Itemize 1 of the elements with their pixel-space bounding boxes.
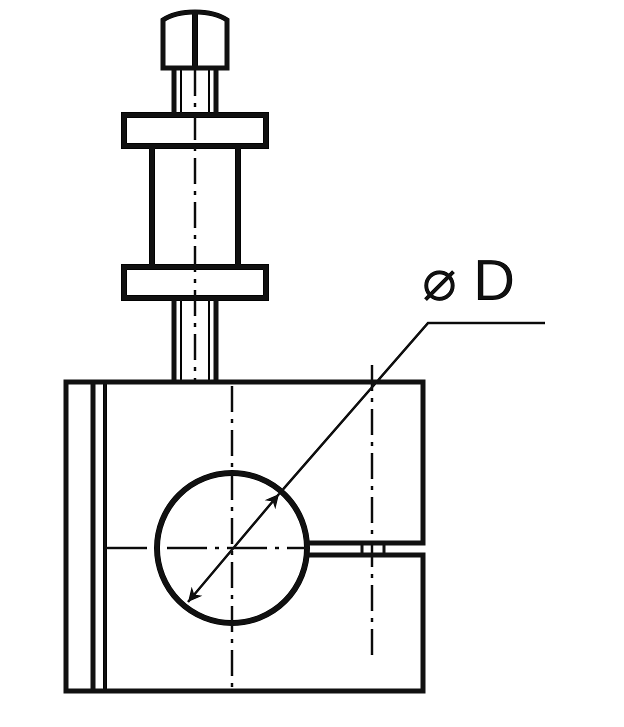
dimension-label: ⌀ D: [422, 252, 515, 310]
